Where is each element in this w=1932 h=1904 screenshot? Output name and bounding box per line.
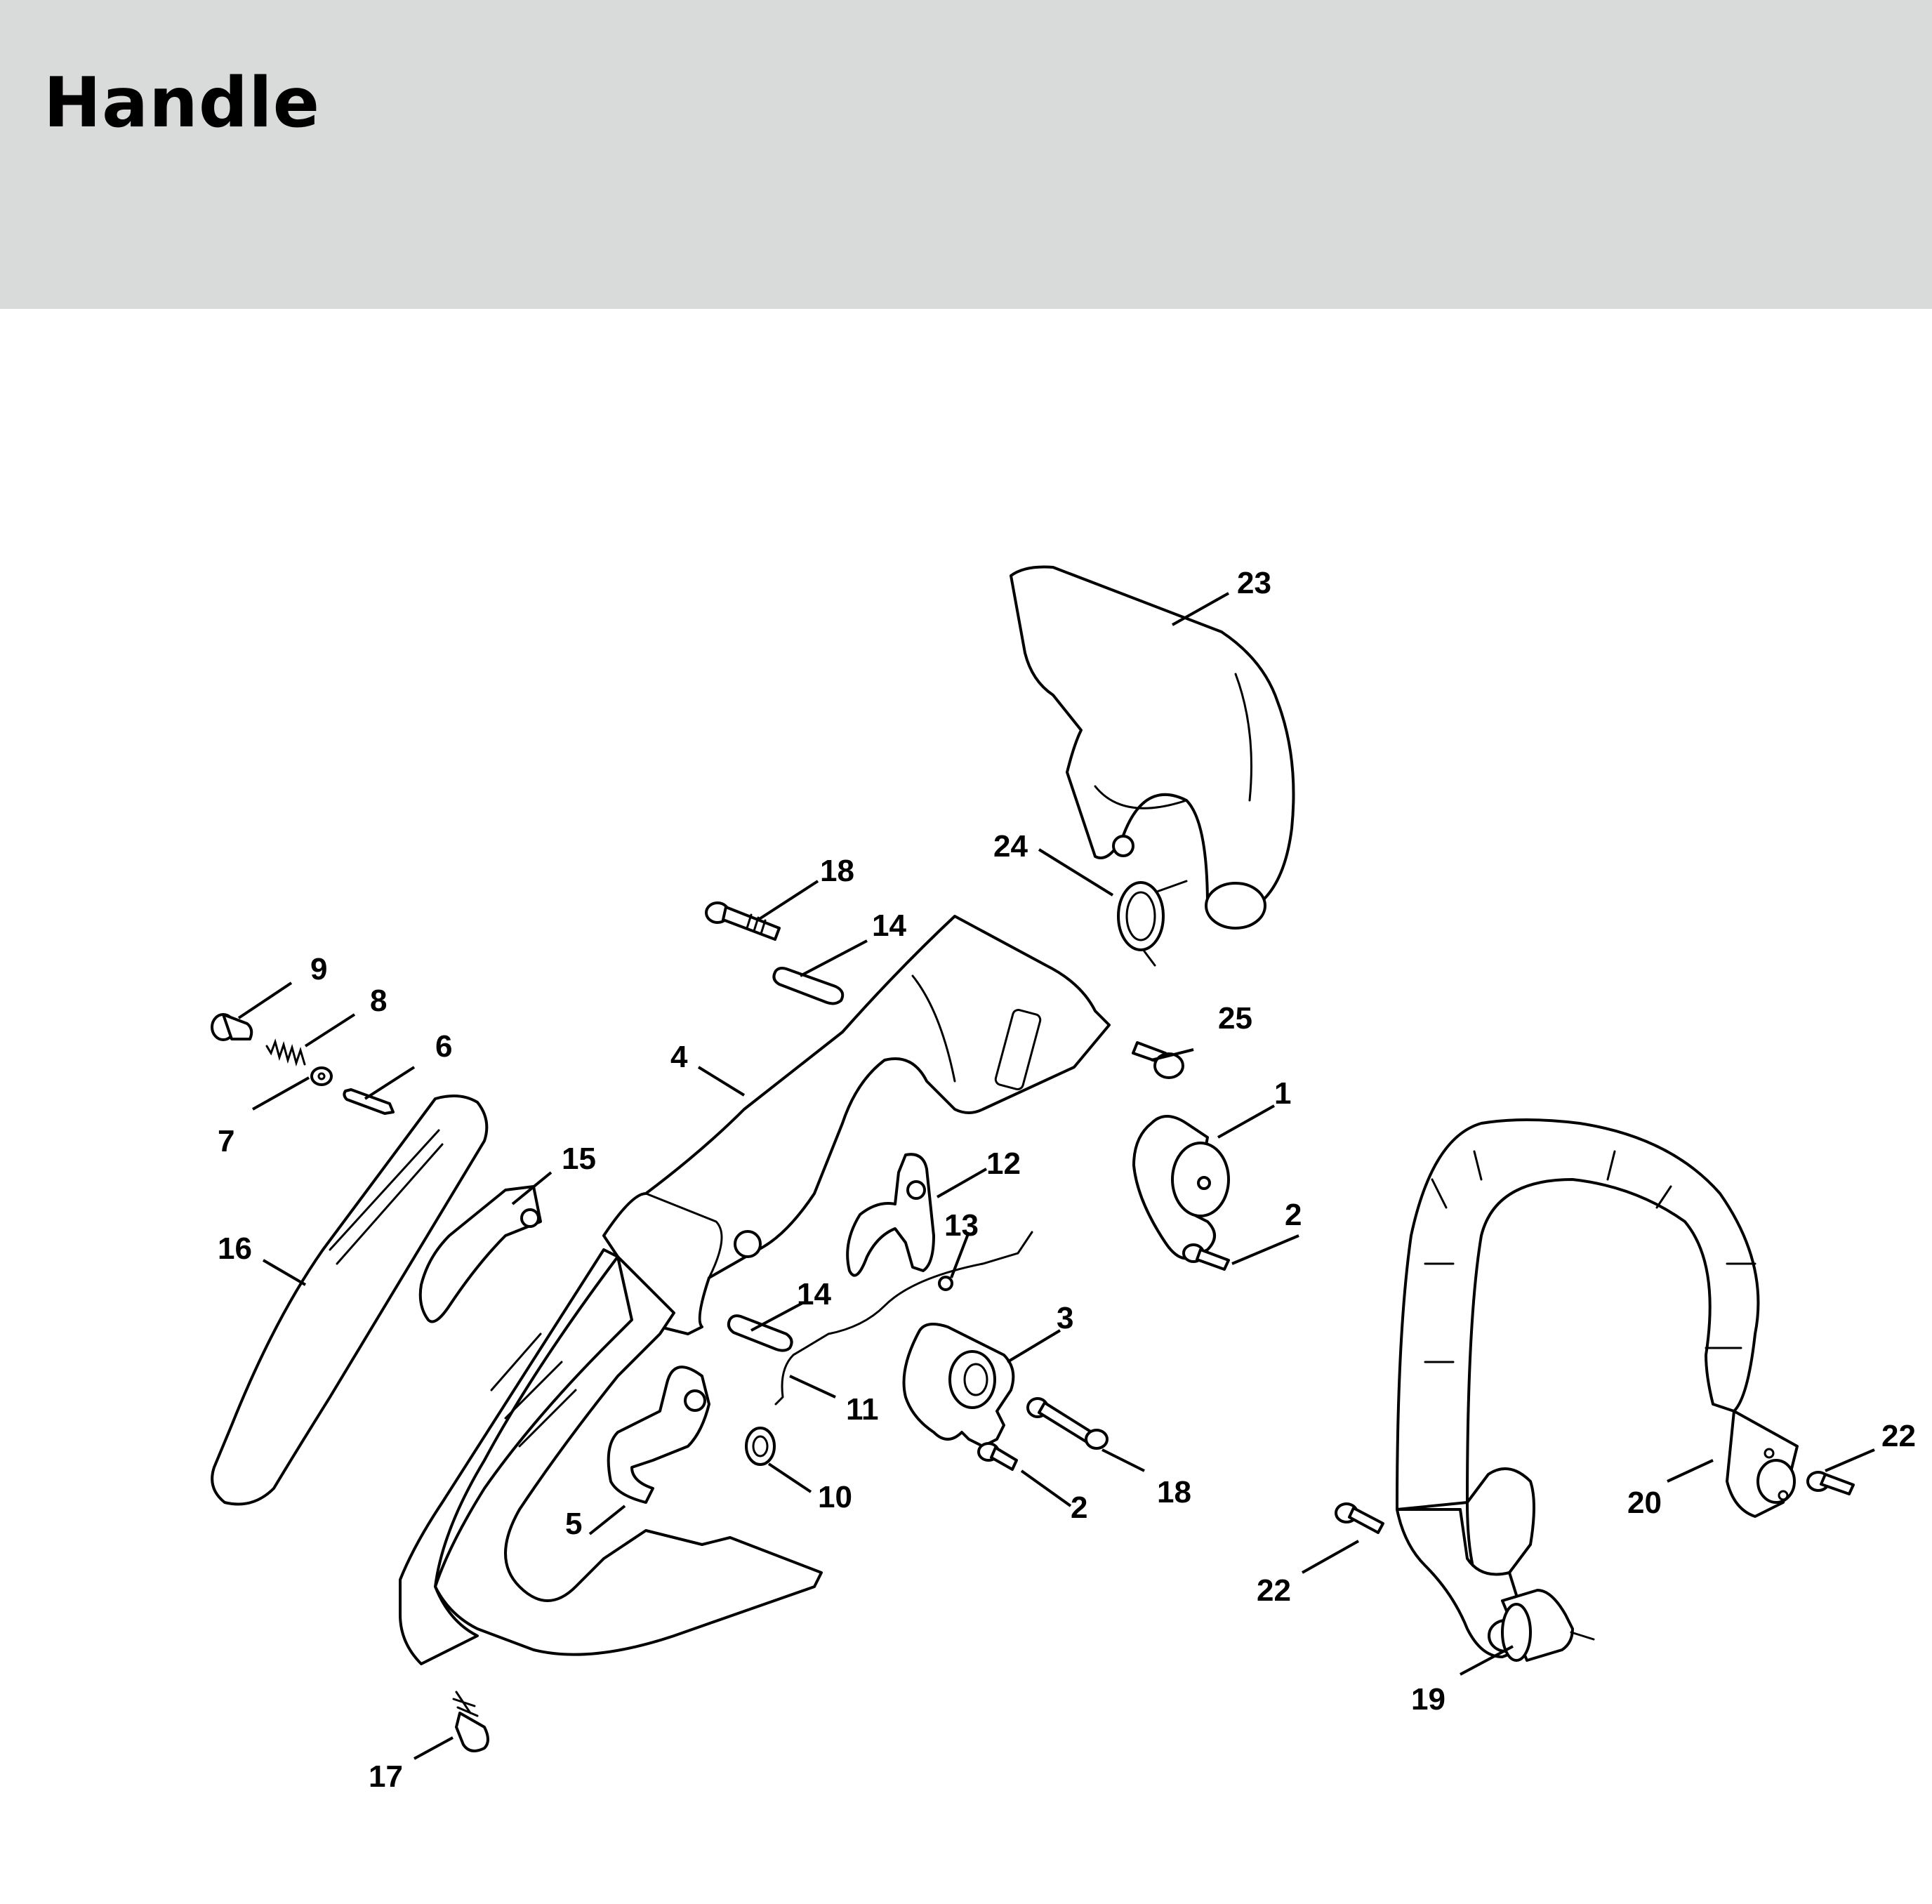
callout-10: 10 bbox=[818, 1480, 852, 1514]
washer-part bbox=[310, 1066, 333, 1086]
annular-buffer-19-part bbox=[1501, 1589, 1595, 1662]
callout-2: 2 bbox=[1285, 1198, 1302, 1232]
leader-lines bbox=[237, 592, 1875, 1760]
callout-13: 13 bbox=[944, 1208, 979, 1243]
hand-guard-part bbox=[1010, 565, 1295, 930]
callout-14: 14 bbox=[872, 908, 906, 943]
interlock-lever-part bbox=[418, 1185, 542, 1323]
screw-2-upper-part bbox=[1182, 1243, 1230, 1271]
callout-19: 19 bbox=[1411, 1682, 1445, 1717]
screw-18-lower-part bbox=[1026, 1397, 1109, 1450]
screw-22-left-part bbox=[1335, 1502, 1384, 1534]
small-spring-part bbox=[938, 1276, 953, 1291]
callout-23: 23 bbox=[1237, 566, 1271, 600]
callout-4: 4 bbox=[670, 1040, 688, 1074]
page-title: Handle bbox=[44, 63, 321, 143]
callout-14: 14 bbox=[797, 1277, 831, 1311]
callout-2: 2 bbox=[1071, 1490, 1087, 1525]
callout-3: 3 bbox=[1057, 1301, 1073, 1335]
grip-cover-part bbox=[211, 1095, 489, 1506]
rear-handle-housing-part bbox=[602, 915, 1111, 1335]
callout-18: 18 bbox=[1157, 1475, 1191, 1509]
callout-12: 12 bbox=[986, 1146, 1021, 1181]
annular-buffer-1-part bbox=[1132, 1115, 1230, 1260]
callout-22: 22 bbox=[1881, 1419, 1916, 1453]
callout-6: 6 bbox=[435, 1029, 452, 1064]
screw-25-part bbox=[1132, 1041, 1184, 1079]
throttle-trigger-part bbox=[607, 1366, 710, 1504]
header-banner: Handle bbox=[0, 0, 1932, 309]
callout-5: 5 bbox=[565, 1507, 582, 1541]
callout-24: 24 bbox=[993, 829, 1028, 864]
callout-9: 9 bbox=[310, 952, 327, 986]
screw-22-right-part bbox=[1806, 1471, 1855, 1495]
screw-17-part bbox=[452, 1691, 489, 1752]
callout-labels: 23 24 18 14 4 9 8 6 7 15 16 25 1 2 12 13… bbox=[218, 566, 1916, 1794]
callout-22: 22 bbox=[1257, 1573, 1291, 1608]
torsion-spring-part bbox=[1117, 880, 1188, 967]
pin-bottom-part bbox=[727, 1314, 793, 1352]
pin-top-part bbox=[772, 967, 845, 1005]
handle-frame-part bbox=[399, 1248, 823, 1665]
annular-buffer-3-part bbox=[902, 1323, 1015, 1448]
screw-18-top-part bbox=[705, 901, 781, 941]
throttle-lever-part bbox=[846, 1153, 935, 1277]
callout-17: 17 bbox=[369, 1759, 403, 1794]
callout-25: 25 bbox=[1218, 1001, 1252, 1036]
handlebar-part bbox=[1396, 1118, 1799, 1658]
trigger-spring-part bbox=[745, 1427, 776, 1466]
callout-16: 16 bbox=[218, 1231, 252, 1266]
callout-18: 18 bbox=[820, 854, 854, 888]
screw-2-lower-part bbox=[977, 1442, 1018, 1471]
callout-8: 8 bbox=[370, 984, 387, 1018]
throttle-rod-part bbox=[774, 1231, 1033, 1406]
pin-6-part bbox=[343, 1088, 395, 1115]
callout-20: 20 bbox=[1627, 1486, 1662, 1520]
callout-11: 11 bbox=[846, 1392, 879, 1427]
bushing-part bbox=[211, 1013, 253, 1041]
compression-spring-part bbox=[265, 1038, 306, 1067]
callout-15: 15 bbox=[562, 1142, 596, 1176]
callout-7: 7 bbox=[218, 1124, 234, 1158]
callout-1: 1 bbox=[1274, 1076, 1291, 1111]
